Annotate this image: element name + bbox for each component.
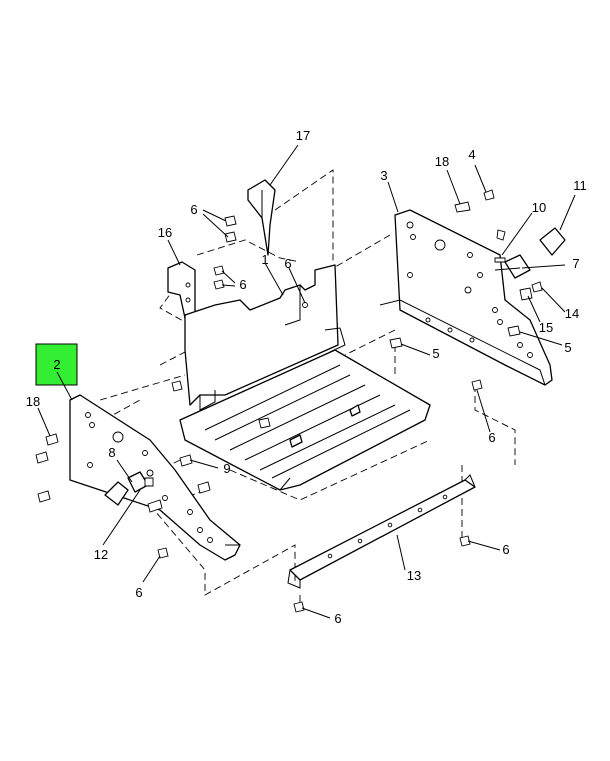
side-plate-2[interactable] [69,394,241,561]
callout-9[interactable]: 9 [223,461,230,476]
callout-6-b[interactable]: 6 [284,256,291,271]
callout-18-left[interactable]: 18 [26,394,40,409]
callout-5-a[interactable]: 5 [432,346,439,361]
bracket-17[interactable] [247,179,276,256]
latch-assembly-right[interactable] [494,227,566,301]
callout-15[interactable]: 15 [539,320,553,335]
callout-6-e[interactable]: 6 [135,585,142,600]
callout-label: 2 [53,357,60,372]
side-plate-3[interactable] [379,209,553,386]
callout-18-top[interactable]: 18 [435,154,449,169]
callout-6-f[interactable]: 6 [502,542,509,557]
callout-8[interactable]: 8 [108,445,115,460]
callout-2-highlight[interactable]: 2 [35,343,78,401]
latch-assembly-left[interactable] [104,471,154,506]
callout-12[interactable]: 12 [94,547,108,562]
callout-13[interactable]: 13 [407,568,421,583]
callout-6-d[interactable]: 6 [488,430,495,445]
callout-16[interactable]: 16 [158,225,172,240]
bracket-16[interactable] [167,261,196,319]
callout-6-g[interactable]: 6 [334,611,341,626]
callout-1[interactable]: 1 [261,252,268,267]
callout-11[interactable]: 11 [573,178,587,193]
leader-lines [37,144,576,619]
callout-7[interactable]: 7 [572,256,579,271]
callout-5-b[interactable]: 5 [564,340,571,355]
callout-3[interactable]: 3 [380,168,387,183]
callout-6-c[interactable]: 6 [239,277,246,292]
callout-4[interactable]: 4 [468,147,475,162]
fasteners [35,189,521,613]
callout-labels: 17 18 4 3 11 10 6 16 1 6 6 7 14 15 5 5 6… [26,128,587,626]
callout-10[interactable]: 10 [532,200,546,215]
callout-14[interactable]: 14 [565,306,579,321]
step-plate[interactable] [179,349,431,491]
callout-6-a[interactable]: 6 [190,202,197,217]
callout-17[interactable]: 17 [296,128,310,143]
cross-rail-13[interactable] [287,474,476,589]
